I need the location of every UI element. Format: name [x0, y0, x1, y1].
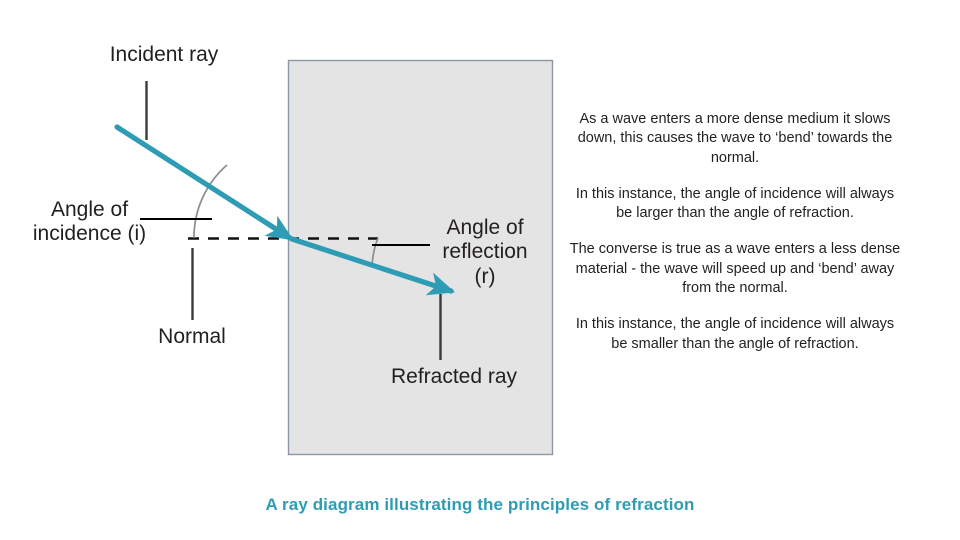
refracted-ray-line [289, 236, 456, 296]
dense-medium-block [287, 59, 554, 456]
label-refracted-ray: Refracted ray [390, 365, 518, 388]
explanation-text-block: As a wave enters a more dense medium it … [566, 110, 904, 354]
explanation-paragraph: The converse is true as a wave enters a … [569, 241, 901, 296]
label-normal: Normal [158, 325, 226, 348]
explanation-paragraph: As a wave enters a more dense medium it … [577, 111, 893, 166]
label-angle-of-incidence: Angle of incidence (i) [32, 198, 147, 246]
label-incident-ray: Incident ray [109, 43, 219, 66]
label-angle-of-reflection: Angle of reflection (r) [442, 216, 528, 288]
figure-caption: A ray diagram illustrating the principle… [265, 495, 695, 514]
incident-ray-line [114, 124, 294, 241]
angle-of-incidence-arc [193, 164, 228, 239]
explanation-paragraph: In this instance, the angle of incidence… [575, 316, 895, 352]
explanation-paragraph: In this instance, the angle of incidence… [575, 185, 895, 222]
